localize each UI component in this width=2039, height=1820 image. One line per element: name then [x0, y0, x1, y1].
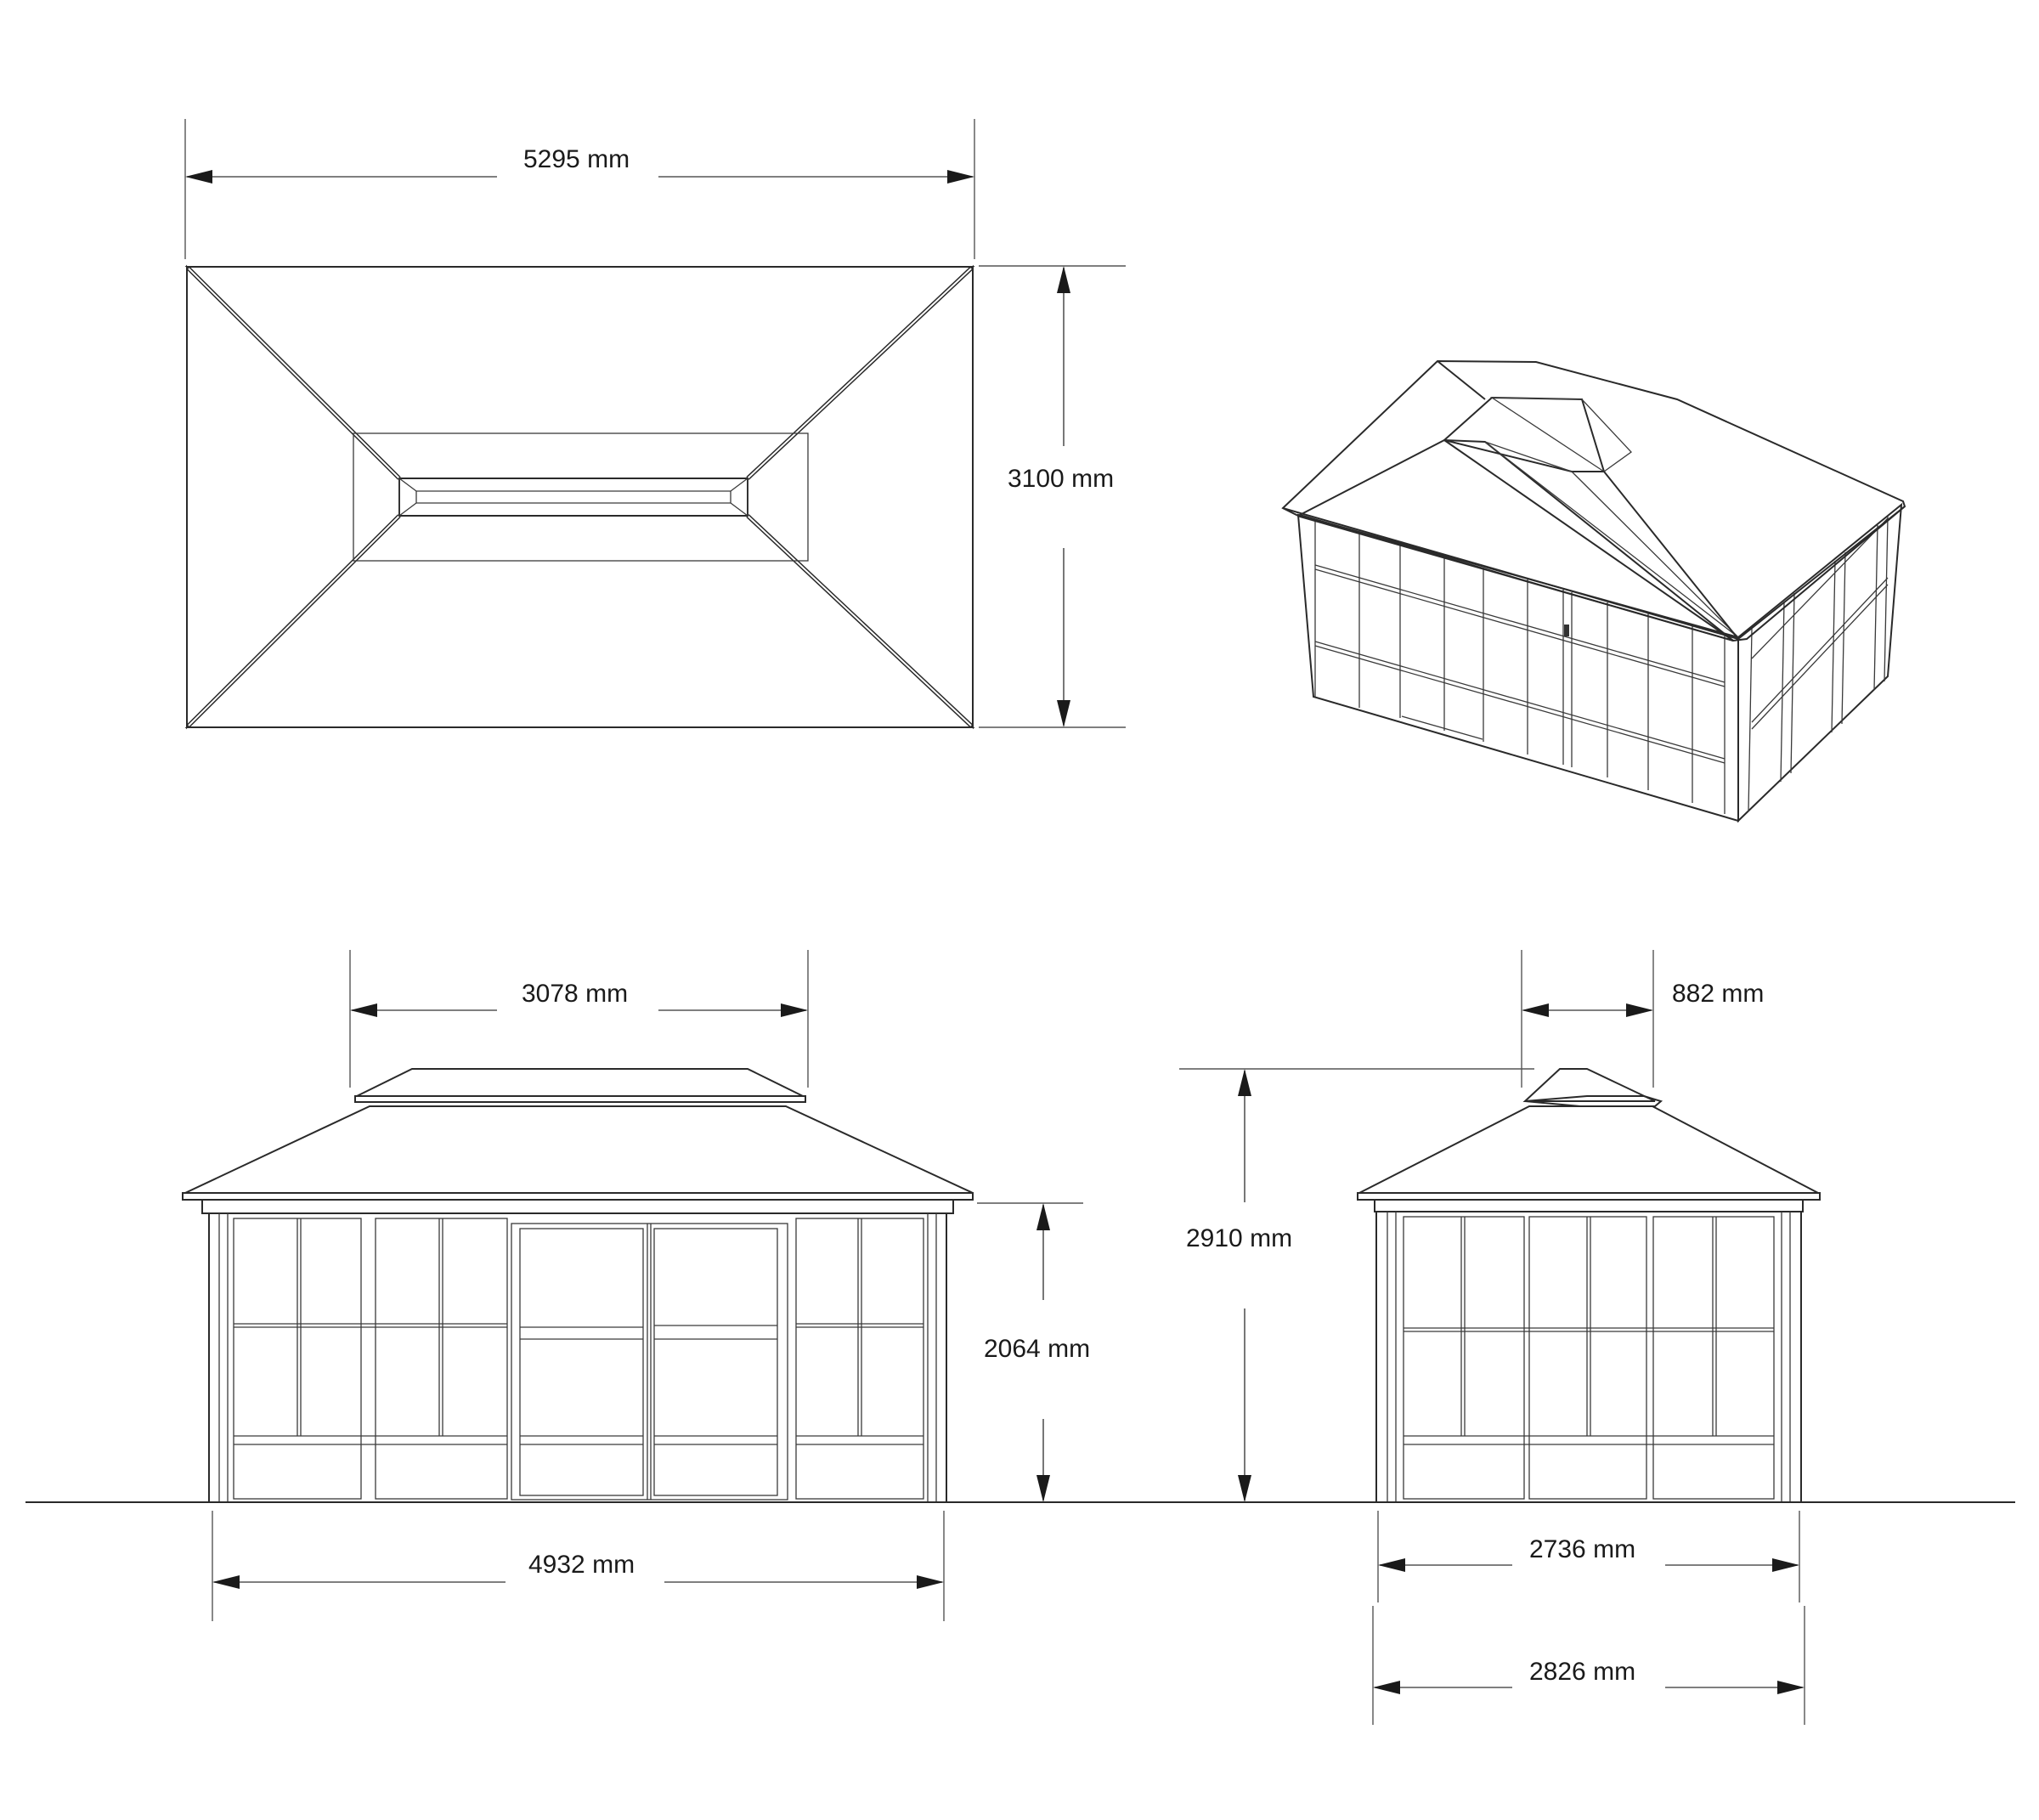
dimension-base-front	[212, 1511, 945, 1621]
dimension-base-side-outer	[1372, 1606, 1805, 1725]
front-elevation-view	[182, 1068, 974, 1503]
side-elevation-view	[1357, 1068, 1821, 1503]
label-base-side-inner: 2736 mm	[1524, 1535, 1641, 1565]
dimension-wall-height	[977, 1202, 1083, 1502]
label-base-front: 4932 mm	[523, 1550, 641, 1580]
label-top-width: 5295 mm	[518, 144, 635, 175]
label-top-depth: 3100 mm	[1003, 464, 1120, 495]
dimension-top-width	[184, 119, 975, 259]
dimension-vent-side	[1521, 950, 1654, 1088]
dimension-vent-front	[349, 950, 809, 1088]
label-base-side-outer: 2826 mm	[1524, 1657, 1641, 1687]
dimension-total-height	[1179, 1068, 1534, 1502]
isometric-view	[1281, 359, 1906, 823]
label-vent-front: 3078 mm	[517, 979, 634, 1009]
top-plan-view	[184, 264, 975, 730]
label-wall-height: 2064 mm	[979, 1334, 1096, 1365]
label-total-height: 2910 mm	[1181, 1224, 1298, 1254]
label-vent-side: 882 mm	[1667, 979, 1770, 1009]
dimension-base-side-inner	[1377, 1511, 1800, 1602]
dimension-top-depth	[979, 265, 1126, 728]
